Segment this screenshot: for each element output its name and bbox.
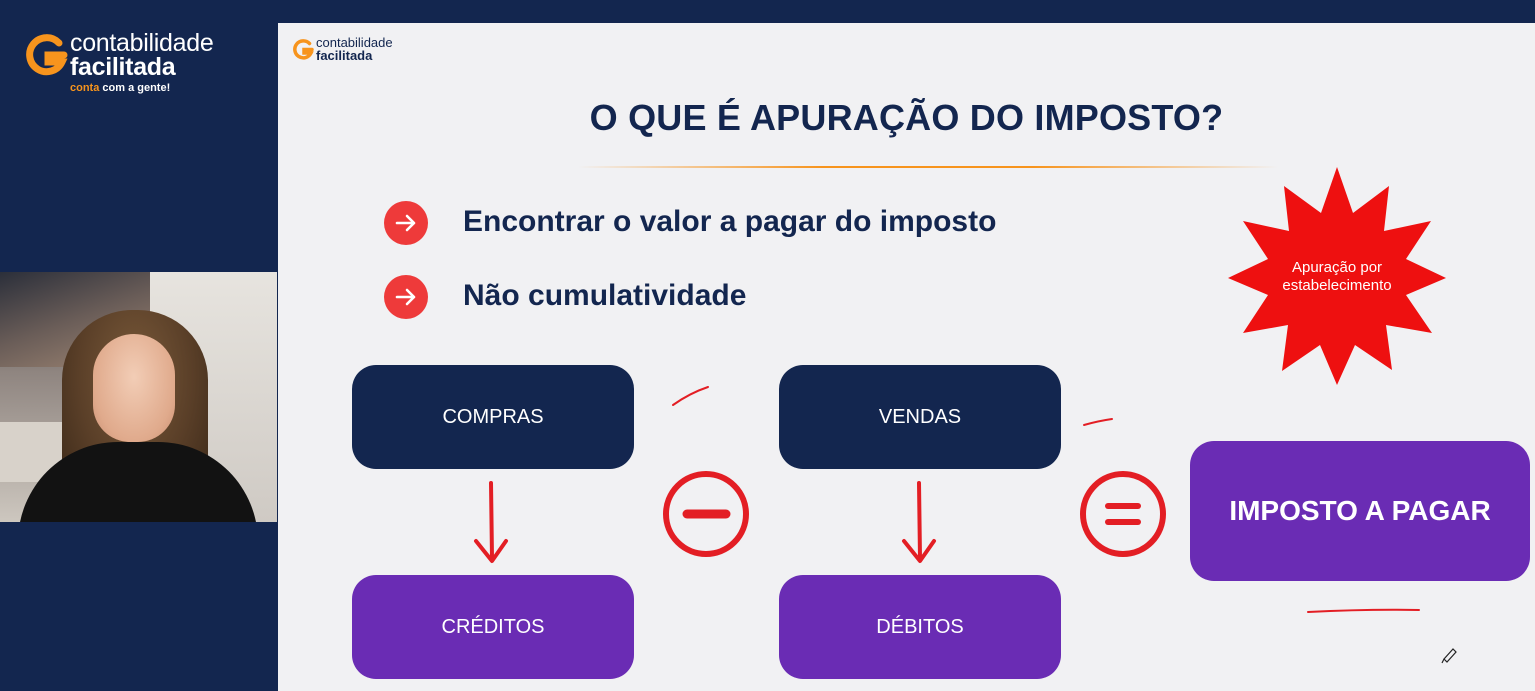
presentation-slide: contabilidade facilitada O QUE É APURAÇÃ… [278, 23, 1535, 691]
pen-cursor-icon [1441, 648, 1457, 664]
slide-title: O QUE É APURAÇÃO DO IMPOSTO? [589, 97, 1224, 138]
minus-icon [663, 471, 749, 557]
arrow-down-icon [474, 481, 508, 563]
slide-logo: contabilidade facilitada [292, 36, 422, 66]
brand-tagline-accent: conta [70, 82, 100, 94]
pen-stroke [1307, 608, 1420, 613]
brand-name-line2: facilitada [70, 53, 176, 81]
presenter-face [93, 334, 175, 442]
brand-name-line1: contabilidade [70, 29, 214, 57]
arrow-right-icon [384, 275, 428, 319]
starburst-shape [1228, 167, 1446, 385]
title-divider [578, 166, 1278, 168]
brand-tagline: conta com a gente! [70, 82, 170, 94]
brand-tagline-rest: com a gente! [99, 82, 171, 94]
imposto-a-pagar-box: IMPOSTO A PAGAR [1190, 441, 1530, 581]
pen-stroke [672, 386, 709, 406]
bullet-text: Encontrar o valor a pagar do imposto [463, 205, 997, 238]
equals-icon [1080, 471, 1166, 557]
debitos-box: DÉBITOS [779, 575, 1061, 679]
annotation-layer [474, 386, 1457, 664]
compras-box: COMPRAS [352, 365, 634, 469]
slide-logo-icon [293, 39, 314, 60]
bullet-text: Não cumulatividade [463, 279, 747, 312]
slide-logo-line1: contabilidade [316, 35, 393, 50]
arrow-right-icon [384, 201, 428, 245]
vendas-box: VENDAS [779, 365, 1061, 469]
slide-logo-line2: facilitada [316, 48, 373, 63]
starburst-badge [1228, 167, 1446, 385]
arrow-down-icon [902, 481, 936, 563]
brand-logo: contabilidade facilitada conta com a gen… [24, 28, 264, 108]
presenter-video-feed [0, 272, 277, 522]
brand-logo-icon [26, 34, 68, 76]
starburst-label: Apuração por estabelecimento [1282, 259, 1392, 294]
pen-stroke [1083, 418, 1113, 426]
creditos-box: CRÉDITOS [352, 575, 634, 679]
